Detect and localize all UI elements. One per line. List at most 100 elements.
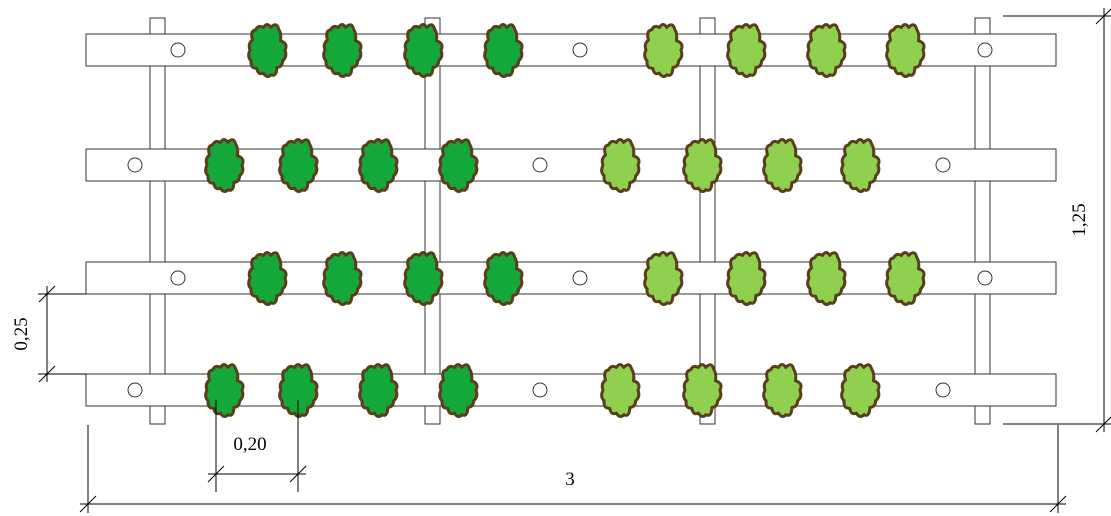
horizontal-beam — [85, 148, 1057, 182]
plant-light-green — [643, 251, 684, 306]
plant-shape — [483, 251, 524, 306]
plant-shape — [762, 363, 803, 418]
planting-hole — [127, 382, 143, 398]
planting-hole — [977, 42, 993, 58]
plant-dark-green — [247, 251, 288, 306]
plant-shape — [483, 23, 524, 78]
plant-shape — [247, 23, 288, 78]
plant-light-green — [885, 251, 926, 306]
plant-dark-green — [322, 251, 363, 306]
plant-shape — [840, 363, 881, 418]
planting-hole — [532, 157, 548, 173]
row-spacing-label: 0,25 — [11, 317, 32, 350]
plant-shape — [885, 251, 926, 306]
plant-dark-green — [204, 138, 245, 193]
vertical-posts — [149, 17, 991, 425]
plant-shape — [806, 23, 847, 78]
plant-dark-green — [278, 363, 319, 418]
planting-hole — [572, 42, 588, 58]
planting-hole — [532, 382, 548, 398]
vertical-post — [424, 17, 441, 425]
plant-light-green — [885, 23, 926, 78]
planting-holes — [127, 42, 993, 398]
plant-dark-green — [358, 138, 399, 193]
plant-light-green — [726, 251, 767, 306]
total-height-label: 1,25 — [1069, 203, 1090, 236]
total-width-label: 3 — [565, 469, 575, 490]
plant-shape — [322, 23, 363, 78]
plant-shape — [726, 23, 767, 78]
plant-shape — [682, 138, 723, 193]
plant-dark-green — [403, 23, 444, 78]
plant-light-green — [682, 138, 723, 193]
plant-light-green — [726, 23, 767, 78]
planting-hole — [572, 270, 588, 286]
horizontal-beams — [85, 33, 1057, 407]
vertical-post — [149, 17, 166, 425]
dim-tick — [38, 285, 56, 303]
plant-shape — [840, 138, 881, 193]
dim-tick — [38, 365, 56, 383]
plant-shape — [643, 251, 684, 306]
plant-shape — [643, 23, 684, 78]
plant-shape — [358, 363, 399, 418]
planting-hole — [977, 270, 993, 286]
plant-shape — [204, 363, 245, 418]
plant-light-green — [762, 363, 803, 418]
plant-shape — [438, 138, 479, 193]
planting-hole — [170, 42, 186, 58]
plant-dark-green — [358, 363, 399, 418]
plant-dark-green — [322, 23, 363, 78]
plant-dark-green — [278, 138, 319, 193]
plant-shape — [358, 138, 399, 193]
dim-tick — [1095, 416, 1111, 433]
plant-dark-green — [438, 363, 479, 418]
plant-light-green — [806, 23, 847, 78]
plant-light-green — [600, 363, 641, 418]
plant-shape — [438, 363, 479, 418]
plant-shape — [885, 23, 926, 78]
plant-dark-green — [483, 251, 524, 306]
plant-dark-green — [438, 138, 479, 193]
dimension-lines: 3 1,25 0,25 0,20 — [11, 8, 1111, 513]
plant-shape — [247, 251, 288, 306]
planting-hole — [127, 157, 143, 173]
plant-dark-green — [204, 363, 245, 418]
plant-light-green — [806, 251, 847, 306]
plant-shape — [600, 363, 641, 418]
plant-light-green — [840, 363, 881, 418]
plant-shape — [726, 251, 767, 306]
horizontal-beam — [85, 373, 1057, 407]
plant-dark-green — [483, 23, 524, 78]
plant-shape — [403, 251, 444, 306]
dim-tick — [289, 465, 307, 483]
plant-shape — [600, 138, 641, 193]
plant-shape — [403, 23, 444, 78]
plants — [204, 23, 926, 418]
plant-shape — [322, 251, 363, 306]
plant-shape — [204, 138, 245, 193]
planting-hole — [935, 382, 951, 398]
plant-light-green — [600, 138, 641, 193]
plant-shape — [278, 363, 319, 418]
vertical-post — [974, 17, 991, 425]
plant-shape — [762, 138, 803, 193]
plant-dark-green — [247, 23, 288, 78]
planting-hole — [170, 270, 186, 286]
planting-hole — [935, 157, 951, 173]
plant-spacing-label: 0,20 — [233, 434, 266, 455]
dim-tick — [79, 495, 97, 513]
plant-light-green — [643, 23, 684, 78]
dim-tick — [207, 465, 225, 483]
plant-shape — [278, 138, 319, 193]
plant-shape — [806, 251, 847, 306]
plant-light-green — [682, 363, 723, 418]
dim-tick — [1049, 495, 1067, 513]
plant-dark-green — [403, 251, 444, 306]
dim-tick — [1095, 8, 1111, 25]
vertical-post — [699, 17, 716, 425]
plant-light-green — [840, 138, 881, 193]
plant-shape — [682, 363, 723, 418]
